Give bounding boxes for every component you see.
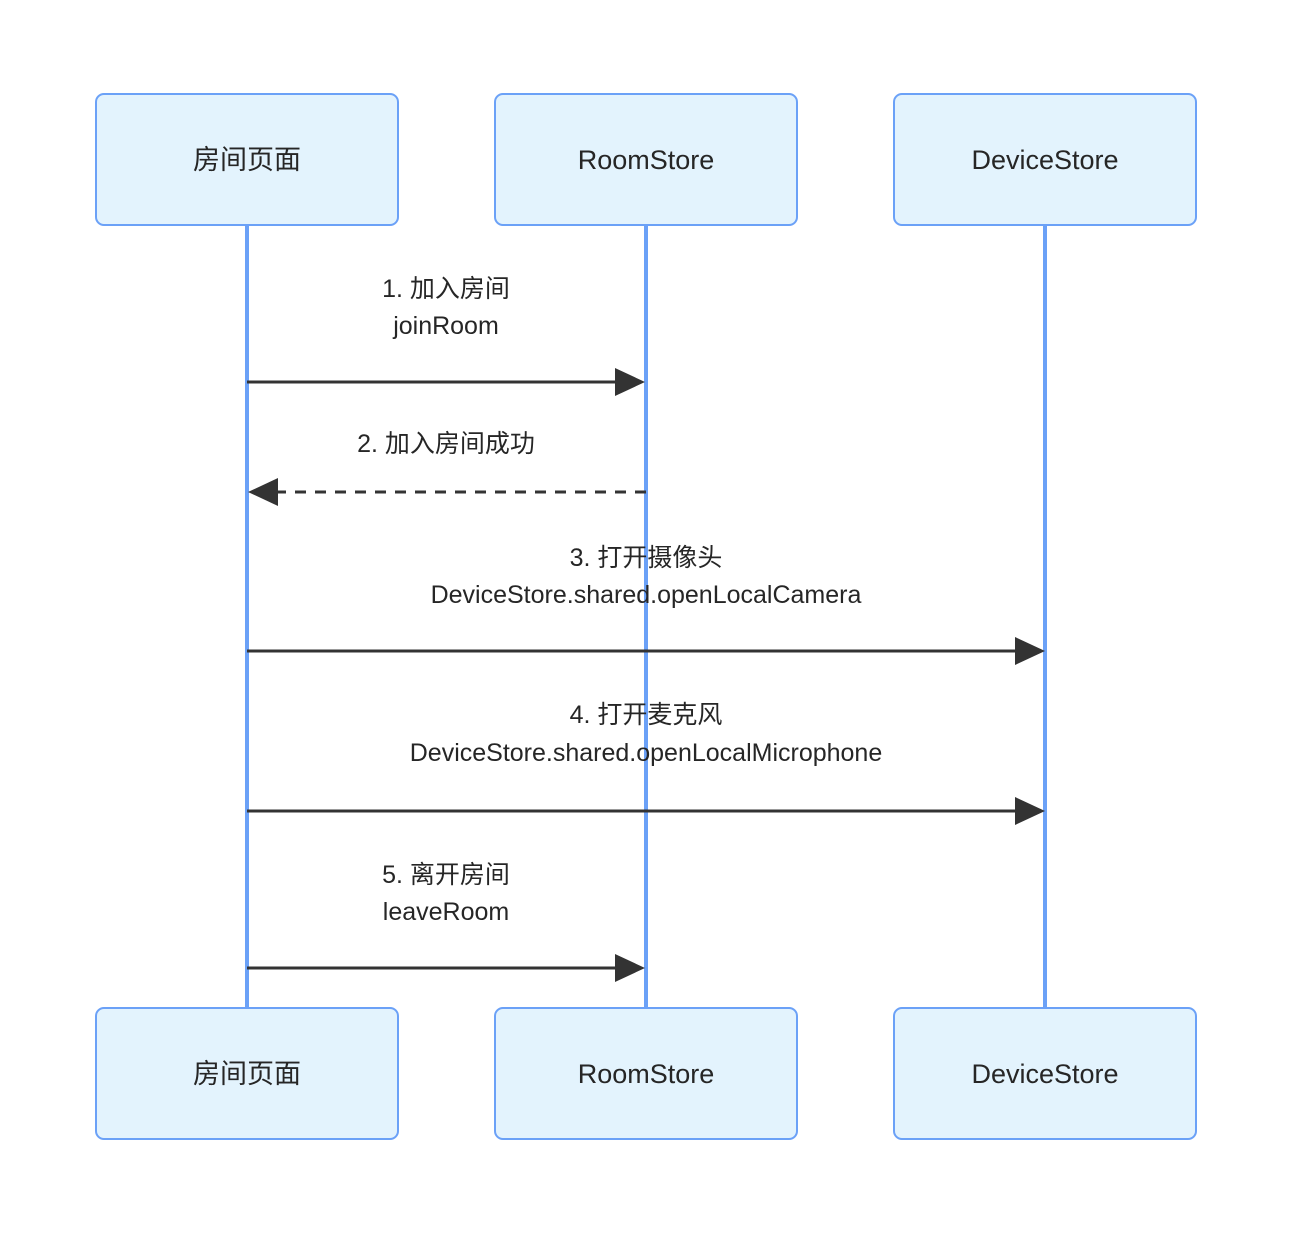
message-label-line1: 3. 打开摄像头 — [570, 544, 723, 572]
participant-box[interactable] — [95, 93, 399, 226]
message-3[interactable]: 3. 打开摄像头 DeviceStore.shared.openLocalCam… — [247, 544, 1045, 665]
participant-device-store-bottom[interactable]: DeviceStore — [893, 1007, 1197, 1140]
participant-box[interactable] — [893, 93, 1197, 226]
participant-label: 房间页面 — [193, 145, 301, 175]
participants-bottom: 房间页面 RoomStore DeviceStore — [95, 1007, 1197, 1140]
message-2[interactable]: 2. 加入房间成功 — [248, 430, 646, 506]
participant-label: 房间页面 — [193, 1059, 301, 1089]
message-label-line1: 2. 加入房间成功 — [357, 430, 535, 458]
arrowhead-icon — [1015, 637, 1045, 665]
participant-label: DeviceStore — [971, 145, 1118, 175]
participant-room-page-top[interactable]: 房间页面 — [95, 93, 399, 226]
participant-box[interactable] — [494, 1007, 798, 1140]
participant-box[interactable] — [893, 1007, 1197, 1140]
participant-label: DeviceStore — [971, 1059, 1118, 1089]
message-5[interactable]: 5. 离开房间 leaveRoom — [247, 861, 645, 982]
arrowhead-icon — [248, 478, 278, 506]
message-label-line1: 1. 加入房间 — [382, 275, 510, 303]
message-4[interactable]: 4. 打开麦克风 DeviceStore.shared.openLocalMic… — [247, 701, 1045, 825]
lifelines — [245, 225, 1047, 1010]
participant-room-store-bottom[interactable]: RoomStore — [494, 1007, 798, 1140]
message-label-line2: DeviceStore.shared.openLocalMicrophone — [410, 739, 883, 767]
arrowhead-icon — [615, 954, 645, 982]
participant-device-store-top[interactable]: DeviceStore — [893, 93, 1197, 226]
arrowhead-icon — [1015, 797, 1045, 825]
participants-top: 房间页面 RoomStore DeviceStore — [95, 93, 1197, 226]
message-label-line2: joinRoom — [392, 312, 499, 340]
message-label-line1: 5. 离开房间 — [382, 861, 510, 889]
participant-room-store-top[interactable]: RoomStore — [494, 93, 798, 226]
participant-label: RoomStore — [578, 145, 715, 175]
message-1[interactable]: 1. 加入房间 joinRoom — [247, 275, 645, 396]
participant-label: RoomStore — [578, 1059, 715, 1089]
message-label-line2: leaveRoom — [383, 898, 509, 926]
message-label-line2: DeviceStore.shared.openLocalCamera — [431, 581, 862, 609]
arrowhead-icon — [615, 368, 645, 396]
participant-box[interactable] — [494, 93, 798, 226]
participant-box[interactable] — [95, 1007, 399, 1140]
message-label-line1: 4. 打开麦克风 — [570, 701, 723, 729]
participant-room-page-bottom[interactable]: 房间页面 — [95, 1007, 399, 1140]
